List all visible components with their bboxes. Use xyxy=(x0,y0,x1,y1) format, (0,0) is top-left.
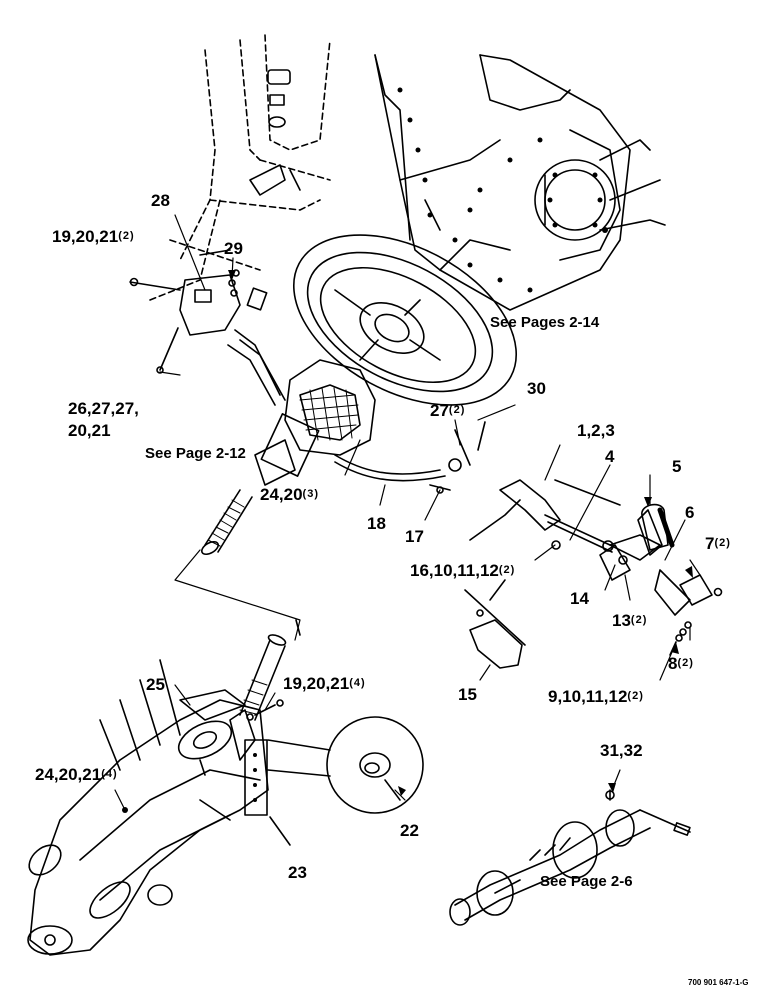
callout-26-27-27: 26,27,27, xyxy=(68,399,139,418)
callout-23: 23 xyxy=(288,863,307,882)
flange-25 xyxy=(177,689,246,776)
clip-15 xyxy=(469,609,523,669)
spring-shaft xyxy=(201,489,253,556)
link-rod-18 xyxy=(334,421,486,494)
note-see-pages-2-14: See Pages 2-14 xyxy=(490,314,600,331)
left-frame-details xyxy=(199,69,301,256)
callout-4: 4 xyxy=(605,447,615,466)
callout-30: 30 xyxy=(527,379,546,398)
callout-22: 22 xyxy=(400,821,419,840)
callout-7: 7(2) xyxy=(705,534,731,553)
arrowheads xyxy=(228,270,693,796)
callout-16-10-11-12: 16,10,11,12(2) xyxy=(410,561,516,580)
callout-25: 25 xyxy=(146,675,165,694)
left-frame xyxy=(149,34,331,301)
callout-24-20-top: 24,20(3) xyxy=(260,485,319,504)
callout-5: 5 xyxy=(672,457,682,476)
callout-18: 18 xyxy=(367,514,386,533)
leader-lines xyxy=(114,214,701,811)
drive-shaft xyxy=(239,619,301,721)
callout-19-20-21-top: 19,20,21(2) xyxy=(52,227,135,246)
callout-20-21: 20,21 xyxy=(68,421,111,440)
callout-1-2-3: 1,2,3 xyxy=(577,421,615,440)
note-see-page-2-12: See Page 2-12 xyxy=(145,445,246,462)
right-frame-bolts xyxy=(397,87,608,293)
spring-coils xyxy=(207,499,245,547)
note-see-page-2-6: See Page 2-6 xyxy=(540,873,633,890)
callout-15: 15 xyxy=(458,685,477,704)
leader-line xyxy=(174,549,301,641)
flywheel xyxy=(292,234,518,406)
right-frame xyxy=(374,54,666,311)
callout-8: 8(2) xyxy=(668,654,694,673)
callout-31-32: 31,32 xyxy=(600,741,643,760)
callout-28: 28 xyxy=(151,191,170,210)
pto-driveline xyxy=(449,789,691,926)
gearbox xyxy=(227,329,376,486)
shaft-splines xyxy=(239,679,268,715)
callout-24-20-21: 24,20,21(4) xyxy=(35,765,118,784)
callout-17: 17 xyxy=(405,527,424,546)
hitch-holes xyxy=(122,753,257,813)
callout-13: 13(2) xyxy=(612,611,648,630)
callout-9-10-11-12: 9,10,11,12(2) xyxy=(548,687,644,706)
gearbox-fins xyxy=(299,387,359,441)
handle-5 xyxy=(641,503,669,551)
callout-19-20-21-bottom: 19,20,21(4) xyxy=(283,674,366,693)
callout-6: 6 xyxy=(685,503,695,522)
figure-code: 700 901 647-1-G xyxy=(688,978,749,987)
callout-27: 27(2) xyxy=(430,401,466,420)
detail-callout-22 xyxy=(267,716,424,846)
callout-14: 14 xyxy=(570,589,589,608)
hitch-tongue xyxy=(27,659,269,956)
callout-29: 29 xyxy=(224,239,243,258)
